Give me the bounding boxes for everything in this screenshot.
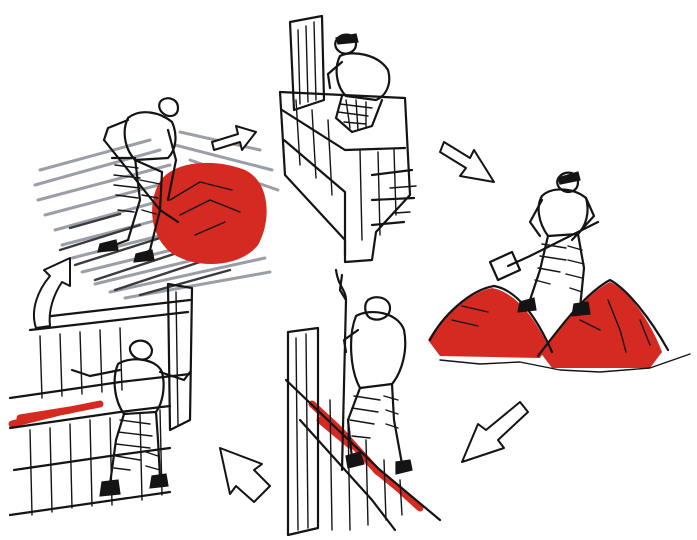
arrow-down-right-icon (440, 142, 494, 182)
worker-figure-2 (328, 34, 389, 132)
arrow-up-left-icon (220, 448, 270, 502)
panel-worker-red-wall-pole (286, 270, 440, 535)
worker-figure-5 (72, 341, 190, 496)
arrow-down-left-icon (462, 402, 528, 462)
red-piles (428, 282, 662, 368)
panel-shoveling-red-piles (428, 172, 690, 372)
red-pile-shaded (152, 163, 267, 264)
panel-worker-over-railing (280, 16, 416, 262)
arrow-up-curved-icon (34, 258, 70, 328)
